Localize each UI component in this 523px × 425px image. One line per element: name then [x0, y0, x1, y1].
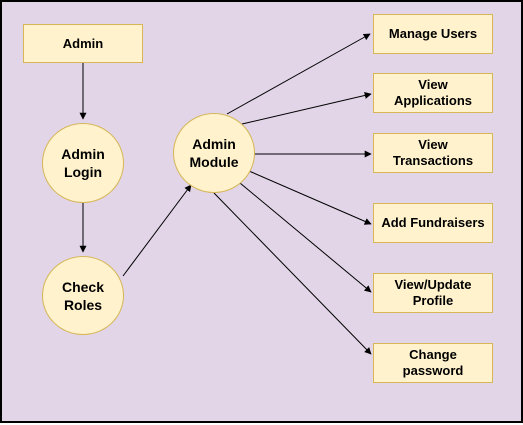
- edge-module-to-view-update-profile: [239, 182, 372, 293]
- edge-check-roles-to-module: [122, 184, 192, 277]
- node-manage-users: Manage Users: [373, 14, 493, 54]
- edge-module-to-manage-users: [226, 33, 371, 115]
- node-admin-module: Admin Module: [173, 113, 255, 193]
- node-check-roles: Check Roles: [42, 256, 124, 335]
- node-admin: Admin: [23, 24, 143, 63]
- node-change-password: Change password: [373, 343, 493, 383]
- node-view-applications: View Applications: [373, 73, 493, 113]
- node-admin-login: Admin Login: [42, 123, 124, 203]
- node-view-update-profile: View/Update Profile: [373, 273, 493, 313]
- node-add-fundraisers: Add Fundraisers: [373, 203, 493, 243]
- edge-module-to-change-password: [213, 192, 372, 355]
- edge-module-to-view-applications: [241, 92, 372, 125]
- node-view-transactions: View Transactions: [373, 133, 493, 173]
- edge-module-to-add-fundraisers: [248, 170, 372, 225]
